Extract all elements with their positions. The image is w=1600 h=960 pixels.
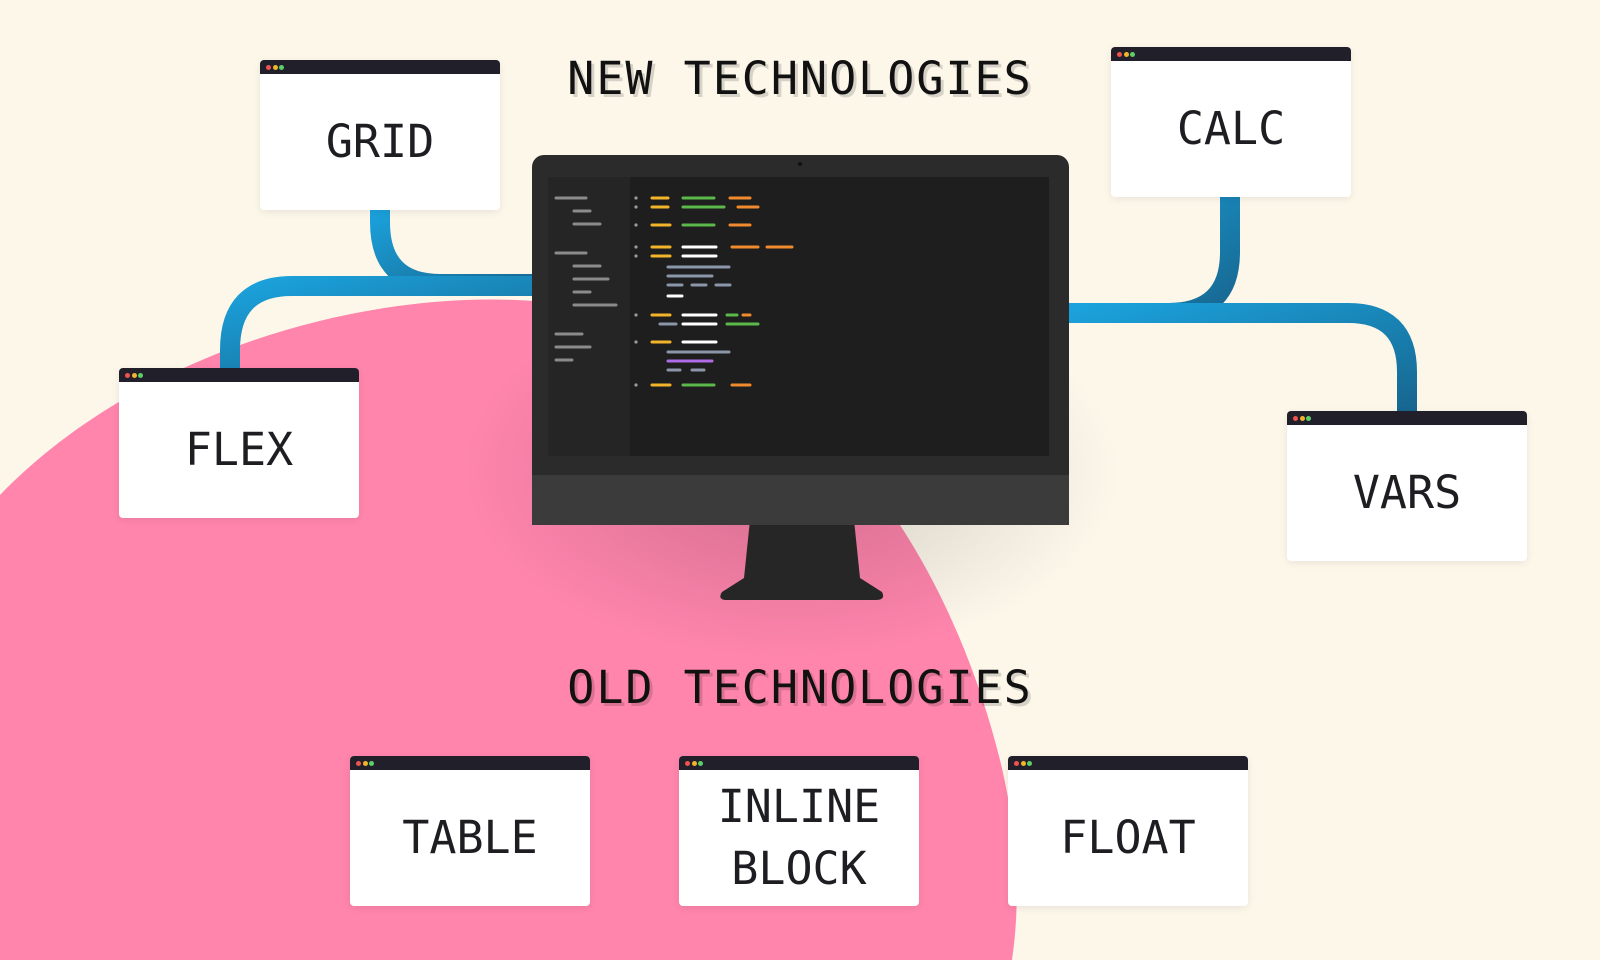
card-label: FLOAT <box>1060 811 1196 864</box>
maximize-dot-icon <box>369 760 374 766</box>
close-dot-icon <box>1117 51 1122 57</box>
close-dot-icon <box>685 760 690 766</box>
card-label: CALC <box>1176 102 1286 155</box>
window-titlebar <box>1111 47 1351 61</box>
connector-flex <box>220 276 550 378</box>
connector-grid <box>370 198 550 294</box>
connector-calc <box>1050 186 1240 323</box>
card-label: GRID <box>325 115 435 168</box>
editor-sidebar <box>548 177 630 456</box>
monitor-screen <box>548 177 1049 456</box>
card-label: TABLE <box>402 811 538 864</box>
maximize-dot-icon <box>1130 51 1135 57</box>
minimize-dot-icon <box>131 372 137 378</box>
maximize-dot-icon <box>279 64 284 70</box>
close-dot-icon <box>356 760 361 766</box>
close-dot-icon <box>125 372 130 378</box>
card-float: FLOAT <box>1008 756 1248 906</box>
card-label: FLEX <box>184 423 294 476</box>
computer-monitor-icon <box>532 155 1069 600</box>
editor-code-lines <box>634 196 794 387</box>
monitor-camera <box>798 162 802 166</box>
card-grid: GRID <box>260 60 500 210</box>
window-titlebar <box>1287 411 1527 425</box>
minimize-dot-icon <box>272 64 278 70</box>
monitor-stand <box>720 520 884 600</box>
card-vars: VARS <box>1287 411 1527 561</box>
new-technologies-heading: NEW TECHNOLOGIES <box>567 52 1033 105</box>
card-label: VARS <box>1352 466 1462 519</box>
close-dot-icon <box>266 64 271 70</box>
maximize-dot-icon <box>138 372 143 378</box>
maximize-dot-icon <box>1027 760 1032 766</box>
window-titlebar <box>350 756 590 770</box>
old-technologies-heading: OLD TECHNOLOGIES <box>567 661 1033 714</box>
maximize-dot-icon <box>1306 415 1311 421</box>
connector-vars <box>1050 303 1417 422</box>
card-label: INLINE BLOCK <box>717 780 881 895</box>
card-table: TABLE <box>350 756 590 906</box>
minimize-dot-icon <box>1020 760 1026 766</box>
close-dot-icon <box>1014 760 1019 766</box>
window-titlebar <box>260 60 500 74</box>
minimize-dot-icon <box>362 760 368 766</box>
editor-sidebar-lines <box>554 196 618 362</box>
minimize-dot-icon <box>1123 51 1129 57</box>
maximize-dot-icon <box>698 760 703 766</box>
card-flex: FLEX <box>119 368 359 518</box>
window-titlebar <box>679 756 919 770</box>
connector-lines <box>220 186 1417 422</box>
minimize-dot-icon <box>691 760 697 766</box>
close-dot-icon <box>1293 415 1298 421</box>
minimize-dot-icon <box>1299 415 1305 421</box>
window-titlebar <box>119 368 359 382</box>
card-calc: CALC <box>1111 47 1351 197</box>
card-inline-block: INLINE BLOCK <box>679 756 919 906</box>
window-titlebar <box>1008 756 1248 770</box>
